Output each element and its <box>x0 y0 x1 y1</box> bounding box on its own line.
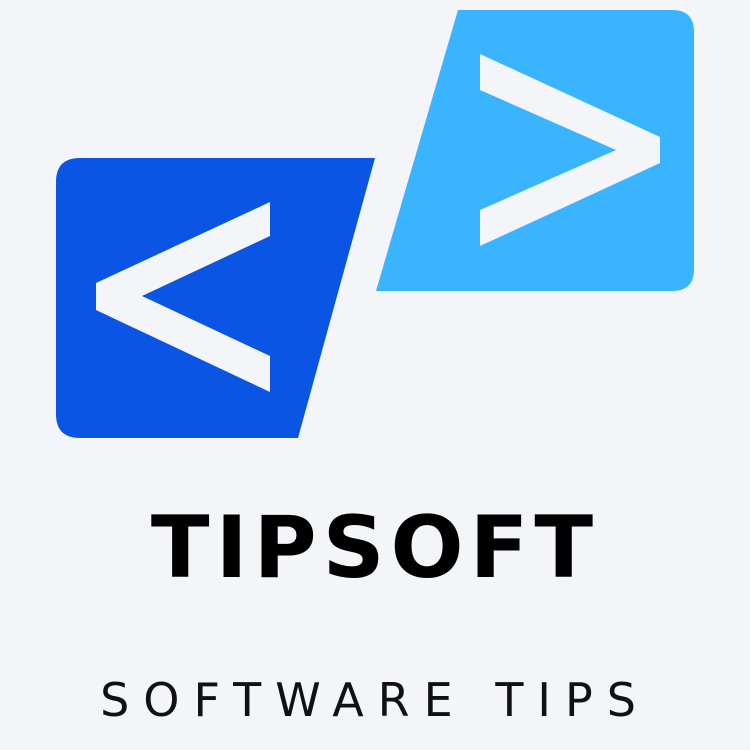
tagline: SOFTWARE TIPS <box>100 673 650 727</box>
brand-name: TIPSOFT <box>150 498 600 598</box>
logo-mark <box>56 10 694 438</box>
greater-than-chevron-icon <box>480 54 660 246</box>
right-code-panel <box>376 10 694 291</box>
less-than-chevron-icon <box>96 202 270 392</box>
left-code-panel <box>56 158 375 438</box>
